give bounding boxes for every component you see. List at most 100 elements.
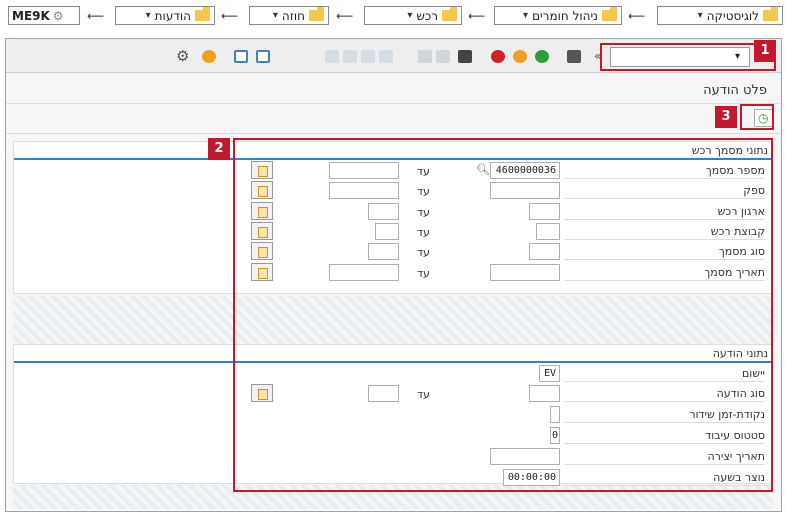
section-rule (14, 158, 772, 160)
label-doc-date: תאריך מסמך (565, 265, 765, 281)
toolbar2-separator (6, 133, 781, 134)
chevron-down-icon[interactable]: ▾ (523, 10, 529, 21)
chevron-down-icon[interactable]: ▾ (735, 51, 741, 62)
multiple-selection-button[interactable] (251, 181, 273, 199)
label-creation-date: תאריך יצירה (565, 449, 765, 465)
breadcrumb-item-contract[interactable]: חוזה ▾ (249, 6, 329, 25)
label-doc-number: מספר מסמך (565, 163, 765, 179)
shortcut-icon[interactable] (234, 50, 248, 63)
label-creation-time: נוצר בשעה (565, 470, 765, 486)
message-type-to-field[interactable] (368, 385, 399, 402)
folder-icon (442, 7, 457, 21)
doc-date-from-field[interactable] (490, 264, 560, 281)
execute-icon: ◷ (758, 111, 769, 125)
purch-group-to-field[interactable] (375, 223, 399, 240)
title-separator (6, 103, 781, 104)
sap-window: ▾ « ⚙ פלט הודעה ◷ נתוני מסמך רכש נתוני ה… (5, 38, 782, 512)
callout-badge-2: 2 (208, 138, 230, 160)
doc-number-to-field[interactable] (329, 162, 399, 179)
to-label: עד (417, 226, 430, 239)
creation-time-field[interactable]: 00:00:00 (503, 469, 560, 486)
doc-type-to-field[interactable] (368, 243, 399, 260)
breadcrumb-item-messages[interactable]: הודעות ▾ (115, 6, 215, 25)
page-title: פלט הודעה (703, 83, 767, 98)
tcode-badge[interactable]: ME9K ⚙ (8, 6, 80, 25)
label-message-type: סוג הודעה (565, 386, 765, 402)
label-application: יישום (565, 366, 765, 382)
previous-page-icon[interactable] (361, 50, 375, 63)
callout-badge-1: 1 (754, 40, 776, 62)
chevron-down-icon[interactable]: ▾ (145, 10, 151, 21)
to-label: עד (417, 246, 430, 259)
doc-date-to-field[interactable] (329, 264, 399, 281)
transaction-code: ME9K (12, 8, 50, 23)
breadcrumb-item-materials[interactable]: ניהול חומרים ▾ (494, 6, 622, 25)
breadcrumb-label: רכש (416, 8, 438, 23)
cancel-icon[interactable] (491, 50, 505, 63)
callout-frame-1 (600, 43, 776, 71)
chevron-down-icon[interactable]: ▾ (272, 10, 278, 21)
folder-icon (195, 7, 210, 21)
help-icon[interactable] (202, 50, 216, 63)
chevron-down-icon[interactable]: ▾ (697, 10, 703, 21)
section-message: נתוני הודעה (13, 344, 773, 484)
arrow-left-icon: ⟵ (336, 9, 354, 23)
doc-number-from-field[interactable]: 4600000036 (490, 162, 560, 179)
vendor-to-field[interactable] (329, 182, 399, 199)
command-field[interactable]: ▾ (610, 47, 750, 67)
exit-icon[interactable] (513, 50, 527, 63)
section-rule (14, 361, 772, 363)
folder-icon (602, 7, 617, 21)
back-icon[interactable] (535, 50, 549, 63)
find-next-icon[interactable] (418, 50, 432, 63)
multiple-selection-button[interactable] (251, 263, 273, 281)
first-page-icon[interactable] (379, 50, 393, 63)
breadcrumb-label: חוזה (281, 8, 305, 23)
application-field[interactable]: EV (539, 365, 560, 382)
last-page-icon[interactable] (325, 50, 339, 63)
hatch-area (13, 296, 773, 344)
callout-frame-2 (233, 138, 773, 492)
multiple-selection-button[interactable] (251, 202, 273, 220)
message-type-from-field[interactable] (529, 385, 560, 402)
purch-org-from-field[interactable] (529, 203, 560, 220)
folder-icon (763, 7, 778, 21)
settings-icon[interactable]: ⚙ (176, 47, 190, 65)
chevron-down-icon[interactable]: ▾ (407, 10, 413, 21)
hatch-area (13, 485, 773, 509)
label-doc-type: סוג מסמך (565, 244, 765, 260)
to-label: עד (417, 206, 430, 219)
multiple-selection-button[interactable] (251, 384, 273, 402)
collapse-icon[interactable]: « (594, 49, 602, 63)
arrow-left-icon: ⟵ (87, 9, 105, 23)
to-label: עד (417, 267, 430, 280)
dispatch-time-field[interactable] (550, 406, 560, 423)
search-help-icon[interactable]: 🔍︎ (476, 163, 490, 176)
print-icon[interactable] (458, 50, 472, 63)
to-label: עד (417, 388, 430, 401)
save-icon[interactable] (567, 50, 581, 63)
breadcrumb-label: הודעות (154, 8, 191, 23)
label-processing-status: סטטוס עיבוד (565, 428, 765, 444)
multiple-selection-button[interactable] (251, 161, 273, 179)
find-icon[interactable] (436, 50, 450, 63)
label-purch-org: ארגון רכש (565, 204, 765, 220)
to-label: עד (417, 185, 430, 198)
vendor-from-field[interactable] (490, 182, 560, 199)
next-page-icon[interactable] (343, 50, 357, 63)
label-purch-group: קבוצת רכש (565, 224, 765, 240)
breadcrumb-item-purchasing[interactable]: רכש ▾ (364, 6, 462, 25)
processing-status-field[interactable]: 0 (550, 427, 560, 444)
purch-org-to-field[interactable] (368, 203, 399, 220)
breadcrumb-item-logistics[interactable]: לוגיסטיקה ▾ (657, 6, 783, 25)
to-label: עד (417, 165, 430, 178)
multiple-selection-button[interactable] (251, 222, 273, 240)
label-vendor: ספק (565, 183, 765, 199)
section-header: נתוני מסמך רכש (691, 144, 768, 157)
purch-group-from-field[interactable] (536, 223, 560, 240)
create-session-icon[interactable] (256, 50, 270, 63)
doc-type-from-field[interactable] (529, 243, 560, 260)
creation-date-field[interactable] (490, 448, 560, 465)
gear-icon: ⚙ (52, 8, 64, 23)
multiple-selection-button[interactable] (251, 242, 273, 260)
